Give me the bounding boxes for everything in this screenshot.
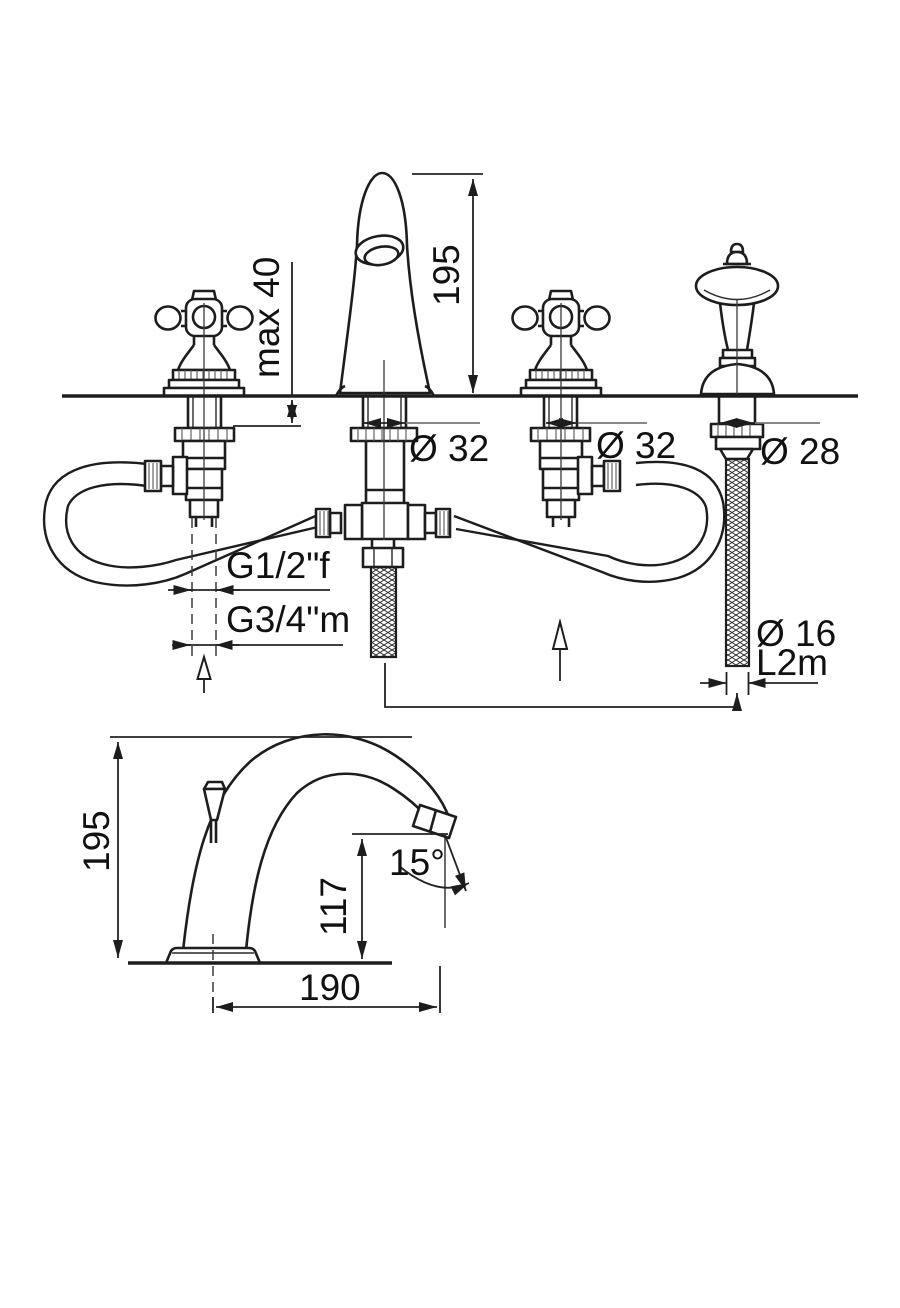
dim-spout-height-label: 195 <box>426 244 467 306</box>
dim-shower-hose: Ø 16 L2m <box>384 613 836 711</box>
left-valve <box>143 289 254 529</box>
spout-supply-hose <box>369 565 398 659</box>
dim-spout-reach-label: 190 <box>299 967 361 1008</box>
dim-spout-reach: 190 <box>212 966 441 1013</box>
front-view: 195 max 40 Ø 32 Ø 32 Ø 28 <box>42 171 858 711</box>
dim-side-height: 195 <box>76 736 412 958</box>
dim-valve-shank-label: Ø 32 <box>596 425 676 466</box>
flow-arrow-right <box>551 618 569 681</box>
dim-outlet-angle-label: 15° <box>389 842 445 883</box>
dim-spout-height: 195 <box>412 173 483 393</box>
spout-side <box>164 733 458 994</box>
dim-outlet-angle: 15° <box>389 834 470 928</box>
dim-valve-shank-diameter: Ø 32 <box>546 418 676 466</box>
dim-spout-shank-diameter: Ø 32 <box>364 418 489 469</box>
spout-front <box>334 171 436 397</box>
dim-hose-length-label: L2m <box>756 642 828 683</box>
left-valve-body <box>143 394 236 529</box>
dim-max-deck-label: max 40 <box>246 257 287 378</box>
shower-hose <box>724 457 751 668</box>
dim-hose-diameter-label: Ø 16 <box>756 613 836 654</box>
right-valve <box>511 289 622 529</box>
spout-nozzle <box>411 803 458 840</box>
dim-outlet-height: 117 <box>313 833 448 959</box>
right-supply-hose <box>453 460 726 583</box>
dim-side-height-label: 195 <box>76 810 117 872</box>
left-supply-hose <box>42 461 321 587</box>
dim-inlet-thread-label: G1/2"f <box>226 545 330 586</box>
side-view: 195 117 15° 190 <box>76 733 470 1013</box>
dim-spout-shank-label: Ø 32 <box>409 428 489 469</box>
flow-arrow-left <box>196 653 212 693</box>
dim-max-deck-thickness: max 40 <box>233 257 301 427</box>
dim-handshower-shank-diameter: Ø 28 <box>720 418 840 472</box>
dim-outlet-thread-label: G3/4"m <box>226 599 350 640</box>
dim-outlet-height-label: 117 <box>313 877 354 936</box>
dim-handshower-shank-label: Ø 28 <box>760 431 840 472</box>
dim-valve-threads: G1/2"f G3/4"m <box>168 518 350 658</box>
hand-shower <box>694 242 780 668</box>
